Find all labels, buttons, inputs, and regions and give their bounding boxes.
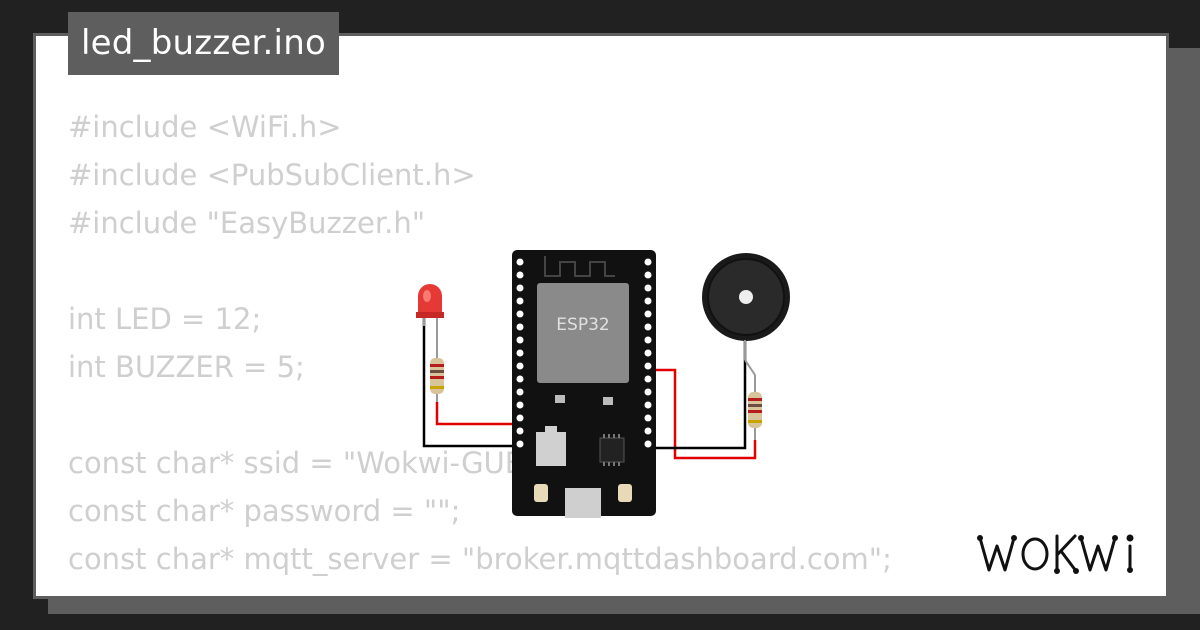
code-line: #include <WiFi.h> — [68, 110, 342, 144]
wire-black-led — [422, 318, 522, 448]
file-name-tab: led_buzzer.ino — [68, 12, 339, 75]
wires — [422, 318, 757, 460]
usb-port — [565, 488, 601, 518]
wire-black-buzzer — [650, 340, 747, 450]
esp32-chip — [537, 283, 629, 383]
boot-button[interactable] — [534, 484, 548, 502]
esp32-board[interactable]: ESP32 — [512, 250, 656, 518]
reset-button[interactable] — [618, 484, 632, 502]
buzzer[interactable] — [702, 253, 790, 360]
code-line: const char* password = ""; — [68, 494, 461, 528]
wire-red-buzzer — [650, 368, 757, 460]
code-line: #include "EasyBuzzer.h" — [68, 206, 426, 240]
right-pin-header — [644, 258, 652, 448]
code-line: #include <PubSubClient.h> — [68, 158, 476, 192]
code-line: const char* mqtt_server = "broker.mqttda… — [68, 542, 892, 576]
buzzer-resistor[interactable] — [744, 359, 762, 440]
circuit-diagram: ESP32 — [416, 250, 790, 518]
left-pin-header — [516, 258, 524, 448]
voltage-regulator — [536, 432, 566, 466]
code-snippet: #include <WiFi.h> #include <PubSubClient.… — [68, 103, 892, 583]
antenna-trace — [544, 256, 615, 277]
code-line: int LED = 12; — [68, 302, 262, 336]
board-label: ESP32 — [556, 315, 609, 335]
usb-chip — [599, 437, 625, 463]
wire-red-led — [435, 402, 522, 426]
red-led[interactable] — [416, 284, 444, 330]
wokwi-logo — [977, 534, 1134, 574]
led-resistor[interactable] — [430, 330, 444, 402]
code-line: int BUZZER = 5; — [68, 350, 305, 384]
